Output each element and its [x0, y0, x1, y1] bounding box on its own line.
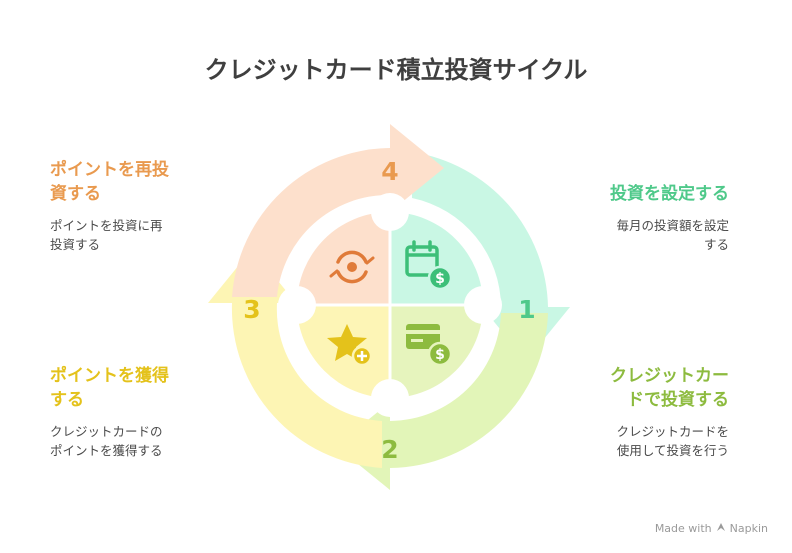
cycle-arrows — [208, 124, 570, 490]
svg-text:$: $ — [435, 271, 445, 287]
svg-text:$: $ — [435, 347, 445, 363]
step-4-description: ポイントを投資に再 投資する — [50, 218, 163, 252]
step-4-title: ポイントを再投 資する — [50, 160, 169, 204]
quadrant-4 — [297, 212, 390, 305]
reinvest-cycle-icon — [329, 250, 375, 284]
arc-step-2 — [336, 313, 548, 490]
arc-step-4 — [232, 124, 444, 297]
step-1-title: 投資を設定する — [610, 184, 729, 204]
step-2-description: クレジットカードを 使用して投資を行う — [616, 424, 729, 458]
napkin-logo-icon — [716, 522, 726, 535]
made-with-label: Made with — [654, 522, 712, 535]
step-number-3: 3 — [243, 295, 260, 324]
diagram-title: クレジットカード積立投資サイクル — [204, 56, 588, 84]
step-number-1: 1 — [518, 295, 535, 324]
step-2-title: クレジットカー ドで投資する — [610, 366, 729, 410]
napkin-brand-label: Napkin — [729, 522, 768, 535]
arc-step-3 — [208, 249, 382, 468]
step-3-description: クレジットカードの ポイントを獲得する — [50, 424, 163, 458]
step-number-2: 2 — [381, 435, 398, 464]
credit-card-dollar-icon: $ — [406, 324, 453, 367]
arc-step-1 — [412, 152, 570, 361]
step-1-description: 毎月の投資額を設定 する — [616, 218, 729, 252]
napkin-watermark: Made with Napkin — [655, 522, 768, 535]
step-3-title: ポイントを獲得 する — [50, 366, 169, 410]
step-number-4: 4 — [381, 157, 398, 186]
star-plus-icon — [327, 324, 373, 367]
calendar-dollar-icon: $ — [405, 240, 453, 291]
